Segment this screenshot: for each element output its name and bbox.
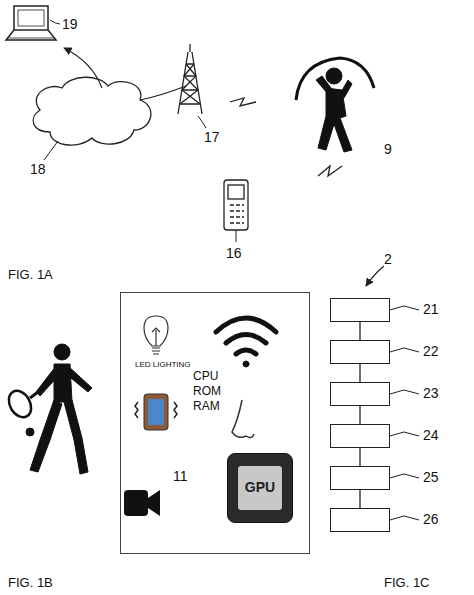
callout-number: 17 [204,130,220,144]
tennis-player-figure [30,400,62,472]
figure-label: FIG. 1C [384,576,430,589]
mobile-phone [230,205,244,223]
mobile-phone [236,230,237,242]
golfer-figure [318,88,352,152]
tennis-player-figure [66,366,92,392]
camera-icon [148,490,160,516]
antenna-tower [180,64,200,104]
vibration-icon [135,394,177,430]
callout-number: 24 [423,428,439,443]
device-box: GPU LED LIGHTINGCPU ROM RAM 11 [120,292,310,554]
antenna-tower [178,44,202,114]
tennis-player-figure [26,428,34,436]
cloud [33,77,151,145]
process-box: 25 [330,466,390,490]
leader-line [390,348,419,352]
nose-icon [232,400,254,438]
callout-number: 22 [423,344,439,359]
gpu-chip: GPU [227,453,293,523]
leader-line [390,474,419,478]
callout-number: 2 [384,252,392,266]
callout-number: 11 [173,469,188,484]
connector-line [359,322,360,340]
mobile-phone [228,185,244,199]
golfer-figure [326,68,342,84]
camera-icon [124,490,160,516]
callout-number: 26 [423,512,439,527]
led-bulb-icon [152,348,160,354]
link-line [140,86,186,100]
tennis-player-figure [36,366,60,396]
mobile-phone [224,180,248,230]
component-label: CPU ROM RAM [193,369,225,414]
leader-line [390,516,419,520]
laptop [6,6,56,40]
process-box: 23 [330,382,390,406]
callout-number: 9 [384,142,392,156]
leader-line [50,20,60,24]
leader-line [390,390,419,394]
led-bulb-icon [152,328,160,346]
component-label: LED LIGHTING [135,361,191,370]
tennis-player-figure [4,344,92,474]
connector-line [359,490,360,508]
golfer-figure [296,58,374,100]
leader-line [390,432,419,436]
connector-line [359,364,360,382]
callout-number: 18 [30,162,46,176]
arrow [366,266,384,286]
vibration-icon [135,402,177,418]
wifi-icon [216,318,276,332]
figure-label: FIG. 1A [8,268,53,281]
connector-line [359,406,360,424]
mobile-phone [224,180,248,242]
antenna-tower [180,64,200,104]
wifi-icon [243,361,249,367]
callout-number: 19 [62,17,78,31]
laptop [8,38,54,39]
process-box: 22 [330,340,390,364]
leader-line [198,116,206,128]
wifi-icon [236,350,256,354]
chip-label: GPU [245,480,275,495]
tennis-player-figure [54,344,70,360]
golfer-figure [316,76,334,94]
wireless-symbol [230,98,256,106]
golfer-figure [296,58,374,152]
tennis-player-figure [30,392,38,398]
wifi-icon [216,318,276,367]
connector-line [359,448,360,466]
wireless-symbol [318,166,342,176]
callout-number: 16 [226,246,242,260]
arrow [64,48,102,88]
callout-number: 25 [423,470,439,485]
tennis-player-figure [64,400,88,474]
tennis-player-figure [4,387,35,421]
wifi-icon [226,335,266,344]
golfer-figure [340,80,352,98]
camera-icon [124,490,148,516]
laptop [6,30,56,40]
figure-label: FIG. 1B [8,576,53,589]
process-box: 21 [330,298,390,322]
led-bulb-icon [144,316,168,354]
process-box: 26 [330,508,390,532]
antenna-tower [178,44,202,114]
led-bulb-icon [144,316,168,346]
process-box: 24 [330,424,390,448]
vibration-icon [148,399,164,425]
vibration-icon [144,394,168,430]
laptop [18,10,44,26]
callout-number: 21 [423,302,439,317]
laptop [14,6,48,30]
callout-number: 23 [423,386,439,401]
leader-line [44,141,58,160]
leader-line [390,306,419,310]
